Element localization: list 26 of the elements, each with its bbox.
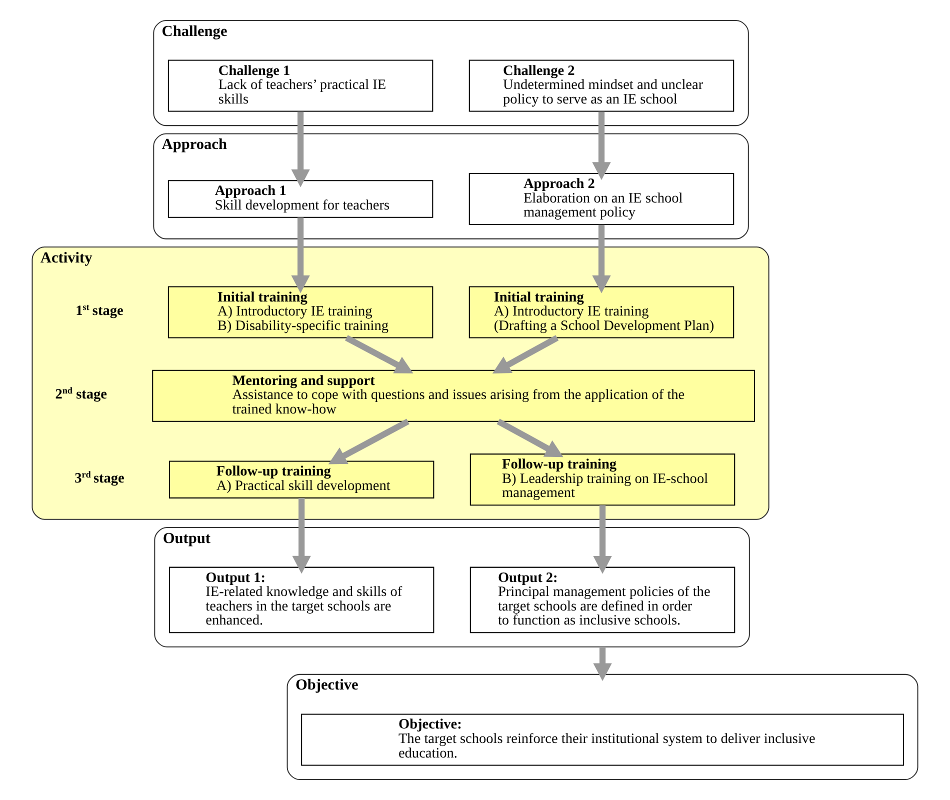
label: 1$^{st}$ stage xyxy=(76,302,124,320)
node-box: Challenge 2 Undetermined mindset and unclear policy to serve as an IE school xyxy=(468,60,734,112)
node-box: Objective: The target schools reinforce their institutional system to deliver inclusive education. xyxy=(301,714,904,766)
arrow xyxy=(492,335,559,374)
arrow xyxy=(592,111,611,180)
node-box: Follow-up training A) Practical skill development xyxy=(168,460,434,498)
node-box: Follow-up training B) Leadership training on IE-school management xyxy=(470,454,736,506)
node-box: Initial training A) Introductory IE training (Drafting a School Development Plan) xyxy=(468,286,734,338)
arrow xyxy=(345,335,414,374)
node-box: Approach 1 Skill development for teachers xyxy=(168,180,434,218)
node-box: Output 1: IE-related knowledge and skills of teachers in the target schools are enhanced. xyxy=(168,566,434,634)
arrow xyxy=(593,646,612,682)
node-box: Output 2: Principal management policies of the target schools are defined in order to function as inclusive schools. xyxy=(470,566,736,634)
node-box: Approach 2 Elaboration on an IE school management policy xyxy=(468,173,734,226)
arrow xyxy=(593,505,612,574)
arrow xyxy=(291,217,310,294)
arrow xyxy=(291,111,310,188)
node-box: Challenge 1 Lack of teachers’ practical IE skills xyxy=(168,60,434,112)
arrow xyxy=(592,224,611,294)
label: 3$^{rd}$ stage xyxy=(74,469,124,486)
label: 2$^{nd}$ stage xyxy=(55,386,108,403)
arrow xyxy=(496,418,564,458)
node-box: Initial training A) Introductory IE training B) Disability-specific training xyxy=(168,286,434,338)
arrow xyxy=(328,418,410,464)
arrow xyxy=(292,498,311,574)
node-box: Mentoring and support Assistance to cope with questions and issues arising from the application of the trained know-how xyxy=(152,370,756,422)
